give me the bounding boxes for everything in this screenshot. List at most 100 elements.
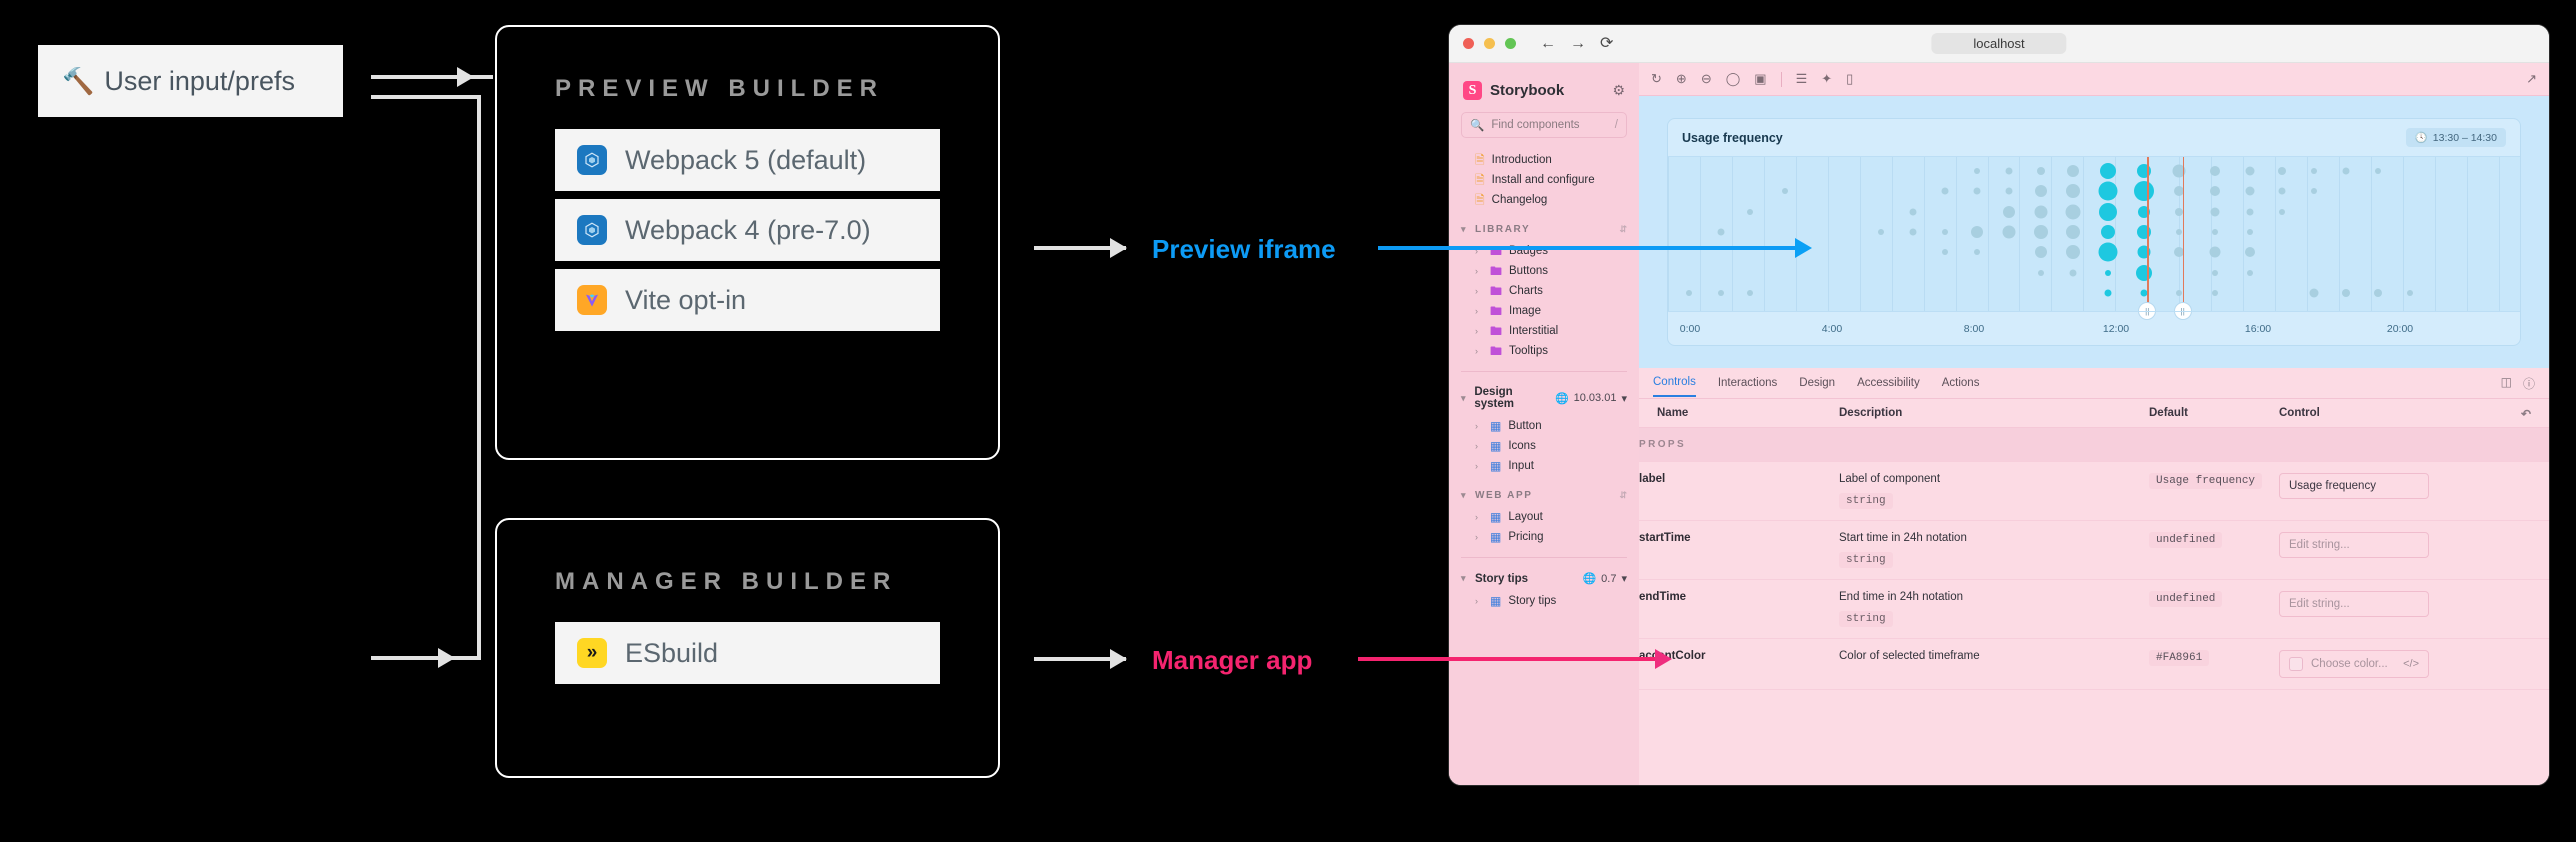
browser-window: ← → ⟳ localhost S Storybook ⚙ 🔍 Find com…	[1449, 25, 2549, 785]
sidebar-item-buttons[interactable]: › 🖿 Buttons	[1461, 261, 1627, 281]
sidebar-item-badges[interactable]: › 🖿 Badges	[1461, 241, 1627, 261]
sidebar-section-design-system[interactable]: ▾ Design system 🌐 10.03.01 ▾	[1461, 372, 1627, 416]
accentcolor-color-control[interactable]: Choose color... </>	[2279, 650, 2429, 678]
dock-icon[interactable]: ◫	[2500, 374, 2512, 389]
grid-icon[interactable]: ✦	[1821, 71, 1833, 86]
search-input[interactable]: 🔍 Find components /	[1461, 112, 1627, 138]
panel-tabs: Controls Interactions Design Accessibili…	[1639, 368, 2549, 399]
chart-data-point	[2036, 167, 2045, 176]
sidebar-item-label: Tooltips	[1509, 345, 1549, 357]
background-icon[interactable]: ▣	[1754, 71, 1767, 86]
address-bar[interactable]: localhost	[1931, 33, 2067, 54]
sidebar-section-web-app[interactable]: ▾ WEB APP ⇵	[1461, 476, 1627, 507]
close-traffic-light[interactable]	[1463, 38, 1474, 49]
color-swatch[interactable]	[2289, 657, 2303, 671]
reload-icon[interactable]: ⟳	[1600, 34, 1614, 52]
tab-design[interactable]: Design	[1799, 377, 1836, 389]
forward-icon[interactable]: →	[1570, 34, 1586, 52]
reload-icon[interactable]: ↻	[1651, 71, 1662, 86]
vite-icon	[577, 285, 607, 315]
chevron-right-icon: ›	[1475, 441, 1478, 451]
undo-icon[interactable]: ↶	[2520, 407, 2531, 421]
chart-data-point	[2136, 224, 2151, 239]
sidebar-item-introduction[interactable]: 🗎 Introduction	[1461, 150, 1627, 170]
clock-icon: 🕓	[2414, 132, 2428, 144]
chevron-right-icon: ›	[1475, 461, 1478, 471]
minimize-traffic-light[interactable]	[1484, 38, 1495, 49]
zoom-out-icon[interactable]: ⊖	[1700, 71, 1712, 86]
sidebar-item-input[interactable]: › ▦ Input	[1461, 456, 1627, 476]
folder-icon: 🖿	[1490, 344, 1503, 358]
prop-description-cell: Label of component string	[1839, 461, 2149, 521]
sidebar-item-pricing[interactable]: › ▦ Pricing	[1461, 527, 1627, 547]
maximize-traffic-light[interactable]	[1505, 38, 1516, 49]
option-label: ESbuild	[625, 637, 719, 668]
measure-icon[interactable]: ☰	[1795, 71, 1808, 86]
starttime-text-control[interactable]: Edit string...	[2279, 532, 2429, 558]
option-webpack-4[interactable]: Webpack 4 (pre-7.0)	[555, 199, 940, 261]
callout-manager-arrow-shaft	[1034, 657, 1126, 661]
outline-icon[interactable]: ▯	[1846, 71, 1854, 86]
sidebar-item-tooltips[interactable]: › 🖿 Tooltips	[1461, 341, 1627, 361]
brand-name: Storybook	[1490, 82, 1565, 99]
code-icon[interactable]: </>	[2403, 658, 2419, 670]
sidebar-item-story-tips[interactable]: › ▦ Story tips	[1461, 591, 1627, 611]
section-version[interactable]: 🌐 0.7 ▾	[1582, 572, 1627, 586]
prop-description: Start time in 24h notation	[1839, 532, 1967, 544]
sidebar-item-layout[interactable]: › ▦ Layout	[1461, 507, 1627, 527]
tab-accessibility[interactable]: Accessibility	[1857, 377, 1920, 389]
callout-preview-arrow-head	[1110, 238, 1127, 258]
chart-data-point	[2137, 245, 2151, 259]
sidebar-brand-row[interactable]: S Storybook ⚙	[1461, 75, 1627, 112]
prop-default: undefined	[2149, 532, 2223, 548]
open-in-new-icon[interactable]: ↗	[2526, 71, 2537, 86]
sidebar-item-icons[interactable]: › ▦ Icons	[1461, 436, 1627, 456]
sort-icon[interactable]: ⇵	[1619, 490, 1627, 500]
option-vite[interactable]: Vite opt-in	[555, 269, 940, 331]
option-webpack-5[interactable]: Webpack 5 (default)	[555, 129, 940, 191]
close-icon[interactable]: ⓘ	[2522, 376, 2535, 391]
tab-controls[interactable]: Controls	[1653, 369, 1696, 397]
time-range-label: 13:30 – 14:30	[2432, 131, 2497, 144]
table-row: startTime Start time in 24h notation str…	[1639, 520, 2549, 580]
group-label: PROPS	[1639, 427, 2549, 462]
chart-gridline	[2243, 157, 2245, 311]
sidebar-section-library[interactable]: ▾ LIBRARY ⇵	[1461, 210, 1627, 241]
sidebar-item-button[interactable]: › ▦ Button	[1461, 416, 1627, 436]
section-title: LIBRARY	[1475, 224, 1531, 235]
sidebar-item-label: Introduction	[1491, 154, 1552, 166]
tab-actions[interactable]: Actions	[1941, 377, 1980, 389]
sidebar-item-label: Button	[1508, 420, 1542, 432]
tab-interactions[interactable]: Interactions	[1717, 377, 1778, 389]
chart-x-tick: 20:00	[2386, 322, 2414, 335]
sidebar-item-label: Changelog	[1491, 194, 1548, 206]
sidebar-item-changelog[interactable]: 🗎 Changelog	[1461, 190, 1627, 210]
sidebar-item-label: Pricing	[1508, 531, 1544, 543]
sidebar-item-image[interactable]: › 🖿 Image	[1461, 301, 1627, 321]
chart-data-point	[2374, 288, 2382, 297]
label-text-control[interactable]: Usage frequency	[2279, 473, 2429, 499]
chart-gridline	[2498, 157, 2500, 311]
chart-data-point	[1718, 289, 1725, 296]
option-esbuild[interactable]: » ESbuild	[555, 622, 940, 684]
back-icon[interactable]: ←	[1540, 34, 1556, 52]
gear-icon[interactable]: ⚙	[1612, 82, 1625, 98]
sidebar-item-interstitial[interactable]: › 🖿 Interstitial	[1461, 321, 1627, 341]
prop-default: Usage frequency	[2149, 473, 2263, 489]
sidebar-item-label: Charts	[1509, 285, 1543, 297]
zoom-in-icon[interactable]: ⊕	[1675, 71, 1687, 86]
endtime-text-control[interactable]: Edit string...	[2279, 591, 2429, 617]
chart-data-point	[2101, 224, 2116, 239]
sidebar-item-charts[interactable]: › 🖿 Charts	[1461, 281, 1627, 301]
option-label: Webpack 4 (pre-7.0)	[625, 214, 871, 245]
sidebar-item-install-and-configure[interactable]: 🗎 Install and configure	[1461, 170, 1627, 190]
chart-data-point	[2245, 247, 2256, 258]
globe-icon: 🌐	[1582, 573, 1597, 585]
sort-icon[interactable]: ⇵	[1619, 224, 1627, 234]
section-version[interactable]: 🌐 10.03.01 ▾	[1555, 392, 1627, 405]
chart-time-badge[interactable]: 🕓 13:30 – 14:30	[2405, 128, 2506, 147]
sidebar-item-label: Input	[1508, 460, 1534, 472]
sidebar-section-story-tips[interactable]: ▾ Story tips 🌐 0.7 ▾	[1461, 558, 1627, 591]
zoom-reset-icon[interactable]: ◯	[1725, 71, 1741, 86]
